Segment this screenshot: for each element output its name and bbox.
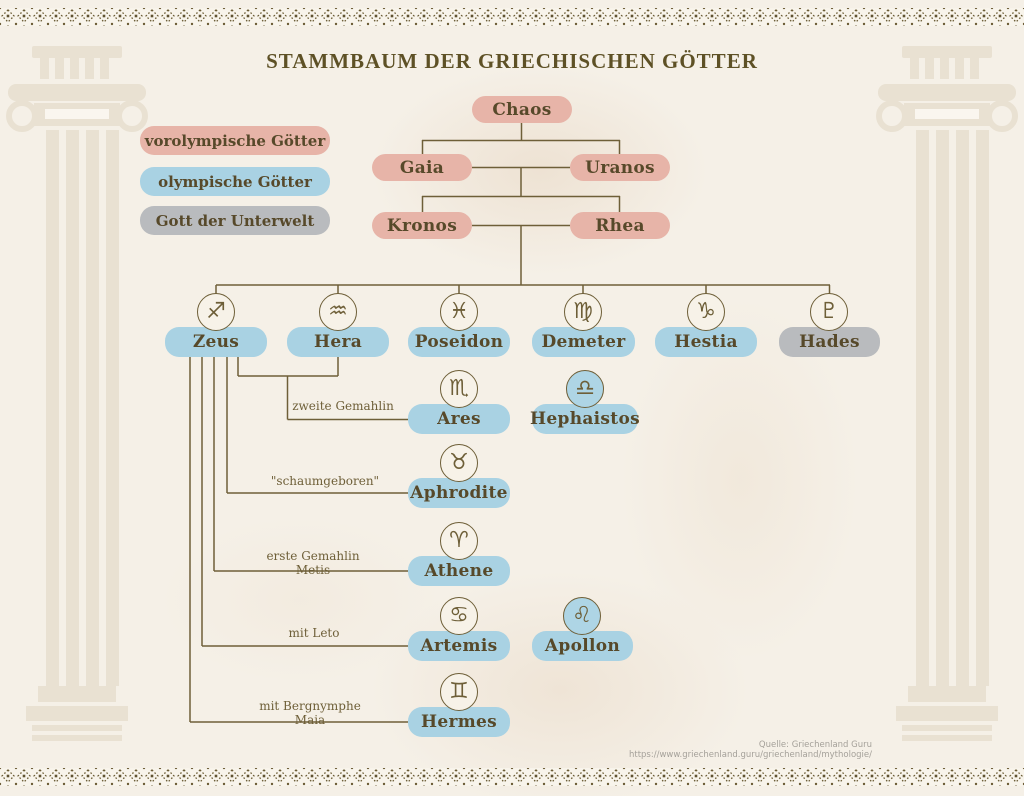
node-artemis: Artemis <box>408 631 510 661</box>
edge-label-erste-gemahlin: erste Gemahlin Metis <box>266 549 360 577</box>
cancer-icon: ♋ <box>440 597 478 635</box>
scorpio-icon: ♏ <box>440 370 478 408</box>
node-ares: Ares <box>408 404 510 434</box>
legend-underworld-god: Gott der Unterwelt <box>140 206 330 235</box>
capricorn-icon: ♑ <box>687 293 725 331</box>
libra-icon: ♎ <box>566 370 604 408</box>
node-hades: Hades <box>779 327 880 357</box>
node-uranos: Uranos <box>570 154 670 181</box>
ornamental-border-top <box>0 8 1024 26</box>
virgo-icon: ♍ <box>564 293 602 331</box>
node-rhea: Rhea <box>570 212 670 239</box>
node-kronos: Kronos <box>372 212 472 239</box>
page-title: STAMMBAUM DER GRIECHISCHEN GÖTTER <box>266 49 758 73</box>
node-hephaistos: Hephaistos <box>530 404 640 434</box>
edge-label-schaumgeboren: "schaumgeboren" <box>270 474 380 488</box>
node-hermes: Hermes <box>408 707 510 737</box>
node-demeter: Demeter <box>532 327 635 357</box>
node-athene: Athene <box>408 556 510 586</box>
edge-label-zweite-gemahlin: zweite Gemahlin <box>292 399 394 413</box>
pisces-icon: ♓ <box>440 293 478 331</box>
legend-olympian-gods: olympische Götter <box>140 167 330 196</box>
ornamental-border-bottom <box>0 768 1024 786</box>
leo-icon: ♌ <box>563 597 601 635</box>
source-line: Quelle: Griechenland Guru <box>758 740 872 750</box>
sagittarius-icon: ♐ <box>197 293 235 331</box>
node-hestia: Hestia <box>655 327 757 357</box>
node-chaos: Chaos <box>472 96 572 123</box>
source-attribution: Quelle: Griechenland Guru https://www.gr… <box>629 740 872 760</box>
aries-icon: ♈ <box>440 522 478 560</box>
node-gaia: Gaia <box>372 154 472 181</box>
edge-label-mit-maia: mit Bergnymphe Maia <box>259 699 361 727</box>
pluto-icon: ♇ <box>810 293 848 331</box>
left-column-decoration <box>6 46 148 741</box>
source-url: https://www.griechenland.guru/griechenla… <box>628 750 872 760</box>
gemini-icon: ♊ <box>440 673 478 711</box>
node-aphrodite: Aphrodite <box>408 478 510 508</box>
node-zeus: Zeus <box>165 327 267 357</box>
node-apollon: Apollon <box>532 631 633 661</box>
legend-pre-olympian-gods: vorolympische Götter <box>140 126 330 155</box>
node-poseidon: Poseidon <box>408 327 510 357</box>
right-column-decoration <box>876 46 1018 741</box>
taurus-icon: ♉ <box>440 444 478 482</box>
aquarius-icon: ♒ <box>319 293 357 331</box>
edge-label-mit-leto: mit Leto <box>288 626 340 640</box>
node-hera: Hera <box>287 327 389 357</box>
